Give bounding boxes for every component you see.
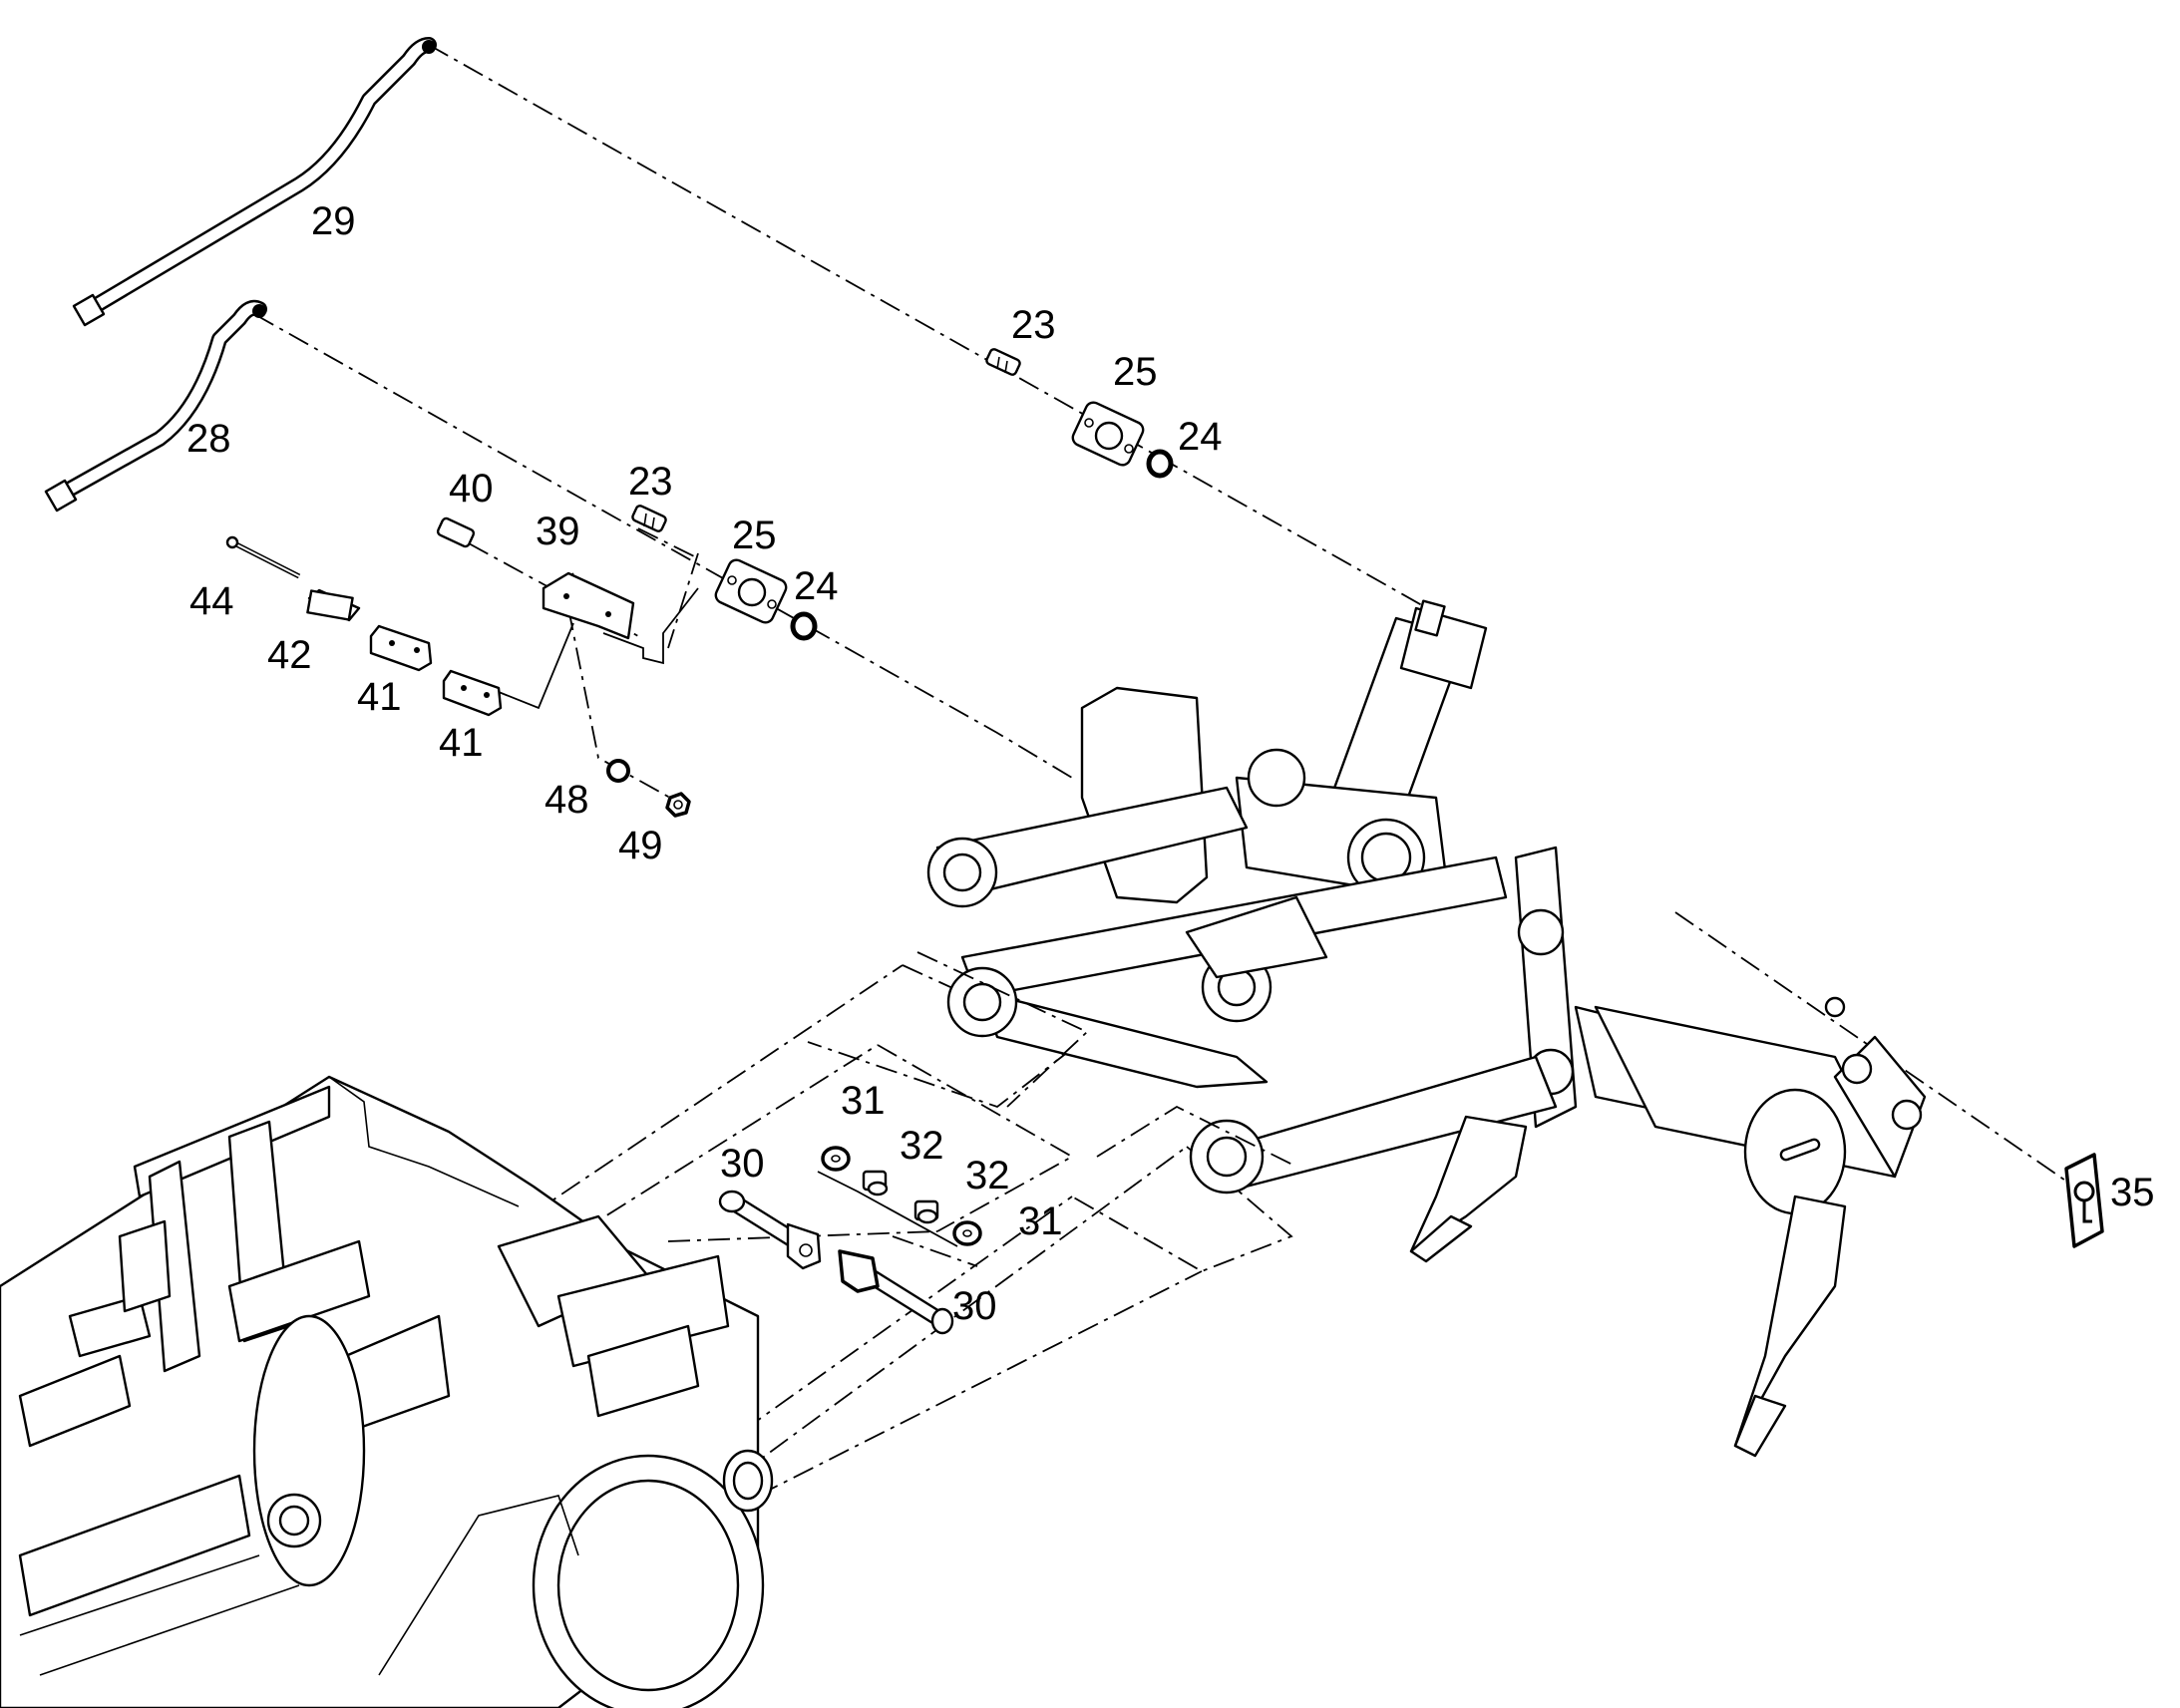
callout-42: 42 <box>267 633 312 677</box>
flange-25-lower <box>714 558 788 624</box>
clamp-41-lower <box>442 669 503 717</box>
callout-30-lower: 30 <box>952 1284 997 1328</box>
callout-32-lower: 32 <box>965 1154 1010 1197</box>
callout-25-upper: 25 <box>1113 350 1158 394</box>
oring-24-upper <box>1146 449 1174 479</box>
hose-29 <box>72 37 437 327</box>
callout-41-upper: 41 <box>357 675 402 719</box>
callout-48: 48 <box>545 778 589 822</box>
bolt-32-lower <box>913 1199 939 1224</box>
washer-31-upper <box>821 1146 851 1172</box>
solid-connectors <box>488 587 958 1247</box>
callout-31-lower: 31 <box>1018 1199 1063 1243</box>
callout-24-upper: 24 <box>1178 415 1223 459</box>
hose-28 <box>44 299 267 512</box>
callout-40: 40 <box>449 467 494 511</box>
callout-29: 29 <box>311 199 356 243</box>
callout-32-upper: 32 <box>900 1124 944 1168</box>
callout-44: 44 <box>189 579 234 623</box>
bolt-23-lower <box>631 505 667 532</box>
washer-31-lower <box>952 1220 982 1246</box>
callout-25-lower: 25 <box>732 513 777 557</box>
plate-42 <box>306 588 361 622</box>
callout-31-upper: 31 <box>841 1079 886 1123</box>
clamp-41-upper <box>369 624 433 672</box>
bolt-32-upper <box>862 1170 889 1196</box>
callout-labels: 29 28 23 25 24 40 23 39 25 24 44 42 41 4… <box>186 199 2155 1328</box>
nut-49 <box>665 792 691 818</box>
decal-35 <box>2064 1153 2104 1248</box>
callout-49: 49 <box>618 824 663 867</box>
washer-48 <box>606 759 630 783</box>
pin-30-lower <box>838 1249 954 1335</box>
callout-30-upper: 30 <box>720 1142 765 1186</box>
pin-44 <box>225 535 301 579</box>
callout-23-lower: 23 <box>628 460 673 504</box>
ripper-assembly <box>916 599 1927 1458</box>
callout-24-lower: 24 <box>794 564 839 608</box>
bracket-39 <box>542 571 635 640</box>
oring-24-lower <box>790 611 818 641</box>
callout-41-lower: 41 <box>439 721 484 765</box>
bolt-23-upper <box>985 348 1021 376</box>
main-frame <box>0 1075 774 1708</box>
callout-28: 28 <box>186 417 231 461</box>
pin-30-upper <box>718 1190 822 1270</box>
flange-25-upper <box>1071 401 1145 467</box>
callout-23-upper: 23 <box>1011 303 1056 347</box>
callout-39: 39 <box>536 510 580 553</box>
bolt-40 <box>436 516 476 548</box>
callout-35: 35 <box>2110 1171 2155 1214</box>
